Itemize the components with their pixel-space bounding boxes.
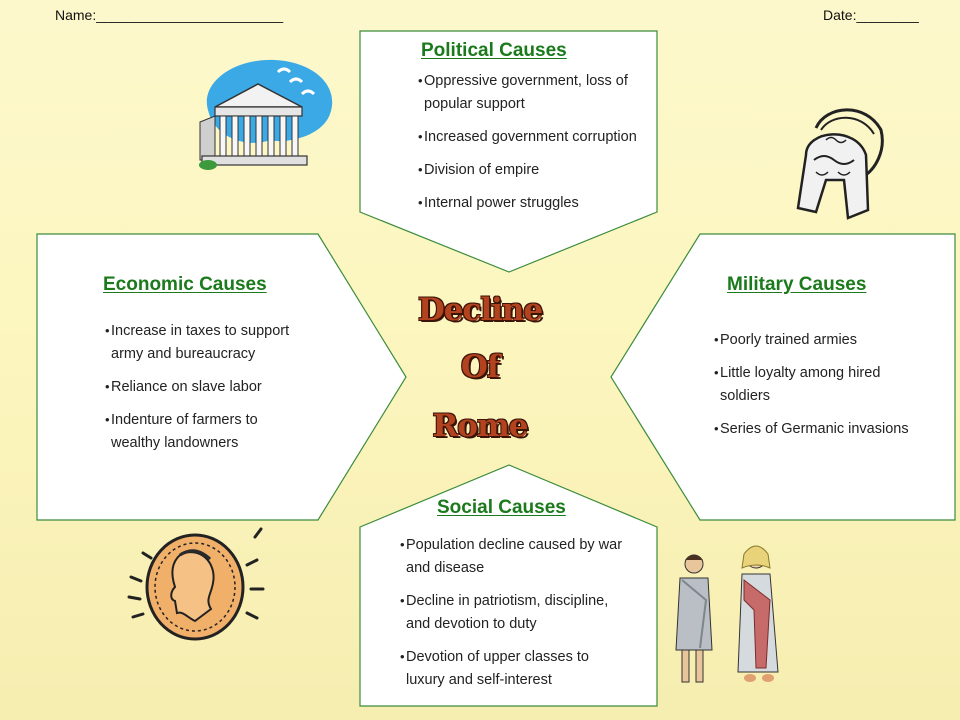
center-title-rome: Rome [432,408,529,444]
name-field-label: Name:________________________ [55,7,284,23]
roman-couple-icon [675,545,779,683]
helmet-icon [796,108,884,220]
list-item: Reliance on slave labor [105,375,300,399]
economic-causes-list: Increase in taxes to support army and bu… [105,319,300,465]
list-item: Oppressive government, loss of popular s… [418,69,646,116]
list-item: Increased government corruption [418,125,646,149]
social-causes-title: Social Causes [437,497,566,518]
list-item: Division of empire [418,158,646,182]
social-causes-list: Population decline caused by war and dis… [400,533,625,702]
military-causes-title: Military Causes [727,274,867,295]
center-title-decline: Decline [417,292,543,328]
economic-causes-title: Economic Causes [103,274,267,295]
list-item: Decline in patriotism, discipline, and d… [400,589,625,636]
list-item: Indenture of farmers to wealthy landowne… [105,408,300,455]
list-item: Population decline caused by war and dis… [400,533,625,580]
political-causes-title: Political Causes [421,40,567,61]
list-item: Increase in taxes to support army and bu… [105,319,300,366]
list-item: Little loyalty among hired soldiers [714,361,914,408]
temple-icon [199,59,333,170]
list-item: Devotion of upper classes to luxury and … [400,645,625,692]
military-causes-list: Poorly trained armies Little loyalty amo… [714,328,914,451]
political-causes-list: Oppressive government, loss of popular s… [418,69,646,225]
coin-icon [127,527,265,641]
list-item: Series of Germanic invasions [714,417,914,441]
list-item: Poorly trained armies [714,328,914,352]
date-field-label: Date:________ [823,7,919,23]
center-title-of: Of [460,349,500,385]
list-item: Internal power struggles [418,191,646,215]
